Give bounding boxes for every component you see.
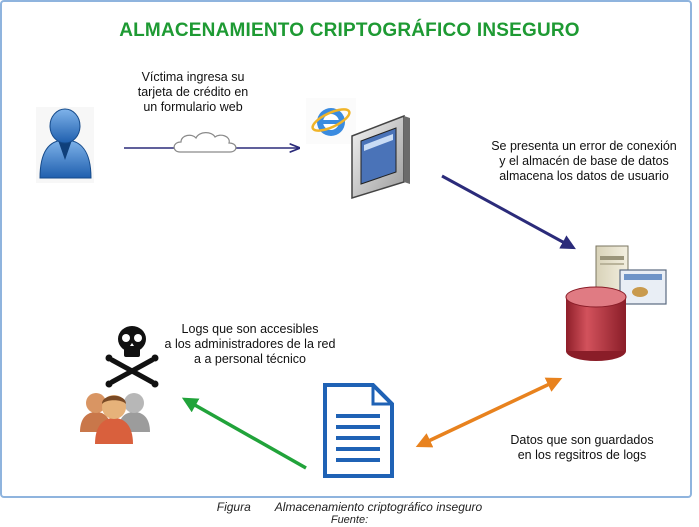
figure-source: Fuente: [330,514,369,526]
document-icon [323,383,394,478]
caption-prefix: Figura [216,500,251,514]
cloud-icon [173,132,237,153]
monitor-icon [351,114,410,200]
diagram-title: ALMACENAMIENTO CRIPTOGRÁFICO INSEGURO [119,20,580,41]
label-line: Se presenta un error de conexión [491,139,677,153]
label-line: almacena los datos de usuario [499,169,669,183]
label-connection-error: Se presenta un error de conexión y el al… [474,139,694,184]
figure-caption: Figura Almacenamiento criptográfico inseg… [0,500,699,514]
label-victim-input: Víctima ingresa su tarjeta de crédito en… [118,70,268,115]
label-line: en los regsitros de logs [517,448,647,462]
label-line: a los administradores de la red [164,337,336,351]
label-line: un formulario web [143,100,243,114]
label-data-logged: Datos que son guardados en los regsitros… [492,433,672,463]
user-icon [36,107,94,183]
database-icon [565,286,627,361]
server-icon [595,245,667,305]
label-line: Logs que son accesibles [181,322,319,336]
caption-text: Almacenamiento criptográfico inseguro [274,500,483,514]
skull-crossbones-icon [105,326,159,388]
label-line: Víctima ingresa su [141,70,245,84]
internet-explorer-icon [306,98,356,144]
label-logs-accessible: Logs que son accesibles a los administra… [150,322,350,367]
label-line: tarjeta de crédito en [137,85,249,99]
label-line: a a personal técnico [194,352,306,366]
figure-frame [0,0,692,498]
label-line: y el almacén de base de datos [499,154,669,168]
arrow-logs-to-staff [181,397,307,470]
arrow-database-logs [415,377,563,448]
arrow-to-server [441,174,576,250]
label-line: Datos que son guardados [510,433,654,447]
group-users-icon [80,393,150,444]
